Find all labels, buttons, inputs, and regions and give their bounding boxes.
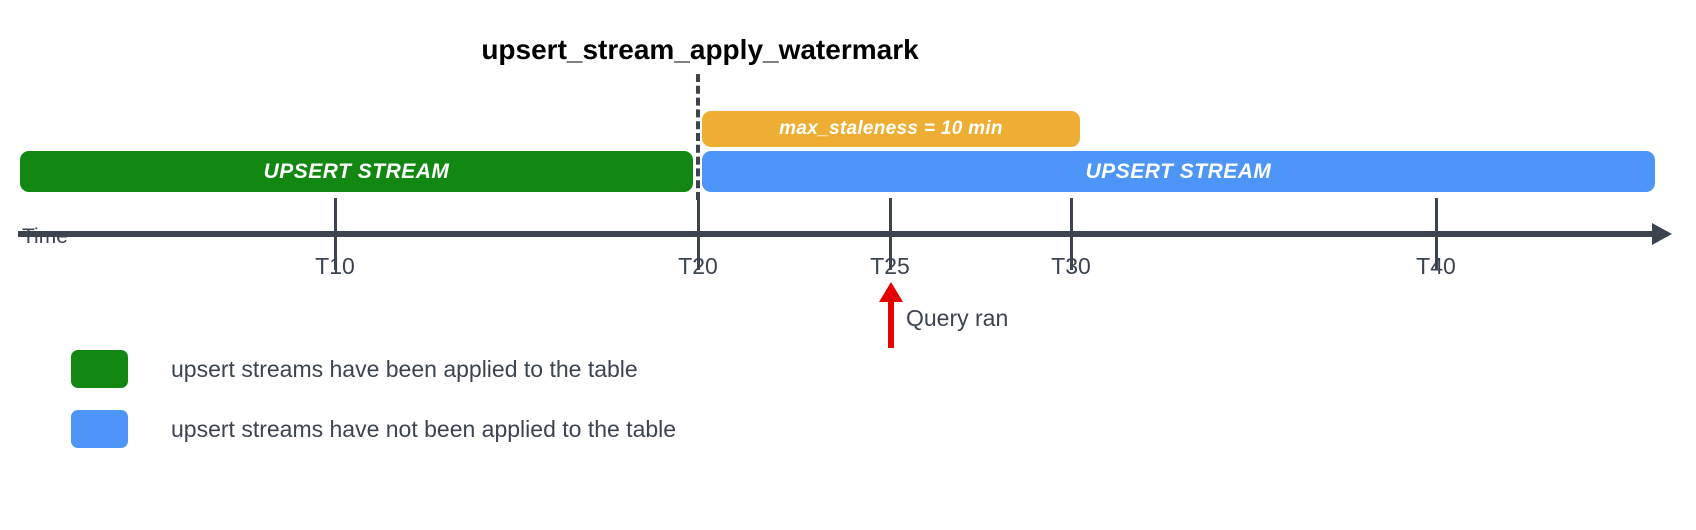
query-ran-arrow-icon [879,282,903,302]
time-axis-tick-label-t20: T20 [678,253,718,279]
time-axis-tick-t25 [889,198,892,270]
time-axis-tick-label-t25: T25 [870,253,910,279]
legend-label-applied: upsert streams have been applied to the … [171,355,638,382]
time-axis-tick-t40 [1435,198,1438,270]
legend-item-not-applied: upsert streams have not been applied to … [71,410,676,448]
upsert-stream-applied-bar-label: UPSERT STREAM [263,159,450,183]
upsert-stream-not-applied-bar-label: UPSERT STREAM [1085,159,1272,183]
time-axis-tick-t30 [1070,198,1073,270]
time-axis-line [18,231,1663,237]
legend-item-applied: upsert streams have been applied to the … [71,350,638,388]
time-axis-arrow-icon [1652,223,1672,245]
time-axis-tick-t10 [334,198,337,270]
query-ran-label: Query ran [906,305,1009,331]
max-staleness-bar: max_staleness = 10 min [702,111,1080,147]
time-axis-tick-label-t10: T10 [315,253,355,279]
upsert-stream-not-applied-bar: UPSERT STREAM [702,151,1655,192]
time-axis-tick-label-t30: T30 [1051,253,1091,279]
page-title: upsert_stream_apply_watermark [481,34,919,65]
query-ran-arrow-shaft [888,300,894,348]
legend-swatch-green [71,350,128,388]
watermark-dotted-line [696,74,700,200]
time-axis-tick-label-t40: T40 [1416,253,1456,279]
legend-label-not-applied: upsert streams have not been applied to … [171,415,677,442]
upsert-stream-applied-bar: UPSERT STREAM [20,151,693,192]
max-staleness-bar-label: max_staleness = 10 min [779,118,1003,139]
legend-swatch-blue [71,410,128,448]
time-axis-label: Time [22,225,68,248]
time-axis-tick-t20 [697,198,700,270]
